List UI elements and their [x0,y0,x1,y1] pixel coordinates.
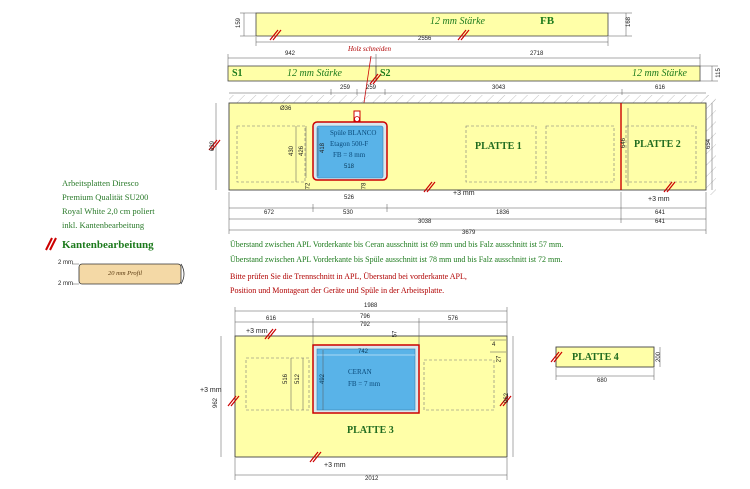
p3-dim-bottom: 2012 [365,476,379,482]
p3-right-height: 962 [504,392,511,404]
note-check-2: Position und Montageart der Geräte und S… [230,286,445,295]
plate3-label: PLATTE 3 [347,425,394,436]
dim-641-b: 641 [655,219,666,225]
dim-646: 646 [621,137,628,149]
fb-right-height: 168 [626,16,633,28]
legend-line-3: Royal White 2,0 cm poliert [62,206,155,216]
sink-title: Spüle BLANCO [330,129,377,137]
tap-hole [354,116,360,122]
dim-426: 426 [299,145,306,157]
p3-h-516: 516 [283,373,290,385]
profile-mm-top: 2 mm [58,260,73,266]
p4-width: 680 [597,378,608,384]
edge-title: Kantenbearbeitung [62,239,154,251]
p3-plus3-bottom: +3 mm [324,462,346,469]
p3-dim-796: 796 [360,314,371,320]
p3-plus3-left: +3 mm [200,387,222,394]
fb-width: 2556 [418,36,432,42]
dim-654: 654 [706,138,713,150]
s-strip [227,65,701,82]
p3-h-492: 492 [320,373,327,385]
dim-3679: 3679 [462,230,476,236]
dim-259-b: 259 [366,85,377,91]
dim-672: 672 [264,210,275,216]
s1-thickness: 12 mm Stärke [287,68,342,79]
plate4-countertop [555,346,655,368]
cut-label: Holz schneiden [348,45,391,53]
p3-dim-57: 57 [392,330,399,338]
s1-width: 942 [285,51,296,57]
wall-right-hatch [706,95,716,195]
fb-strip [255,12,609,37]
p3-dim-top: 1988 [364,303,378,309]
note-sink: Überstand zwischen APL Vorderkante bis S… [230,255,563,264]
legend-line-1: Arbeitsplatten Diresco [62,178,139,188]
main-plus3-right: +3 mm [648,196,670,203]
note-ceran: Überstand zwischen APL Vorderkante bis C… [230,240,564,249]
sink-small-a: 72 [305,182,312,190]
profile-mm-bottom: 2 mm [58,281,73,287]
main-countertop [228,102,707,191]
dim-530: 530 [343,210,354,216]
p3-dim-792: 792 [360,322,371,328]
sink-fb: FB = 8 mm [333,151,366,159]
legend-line-2: Premium Qualität SU200 [62,192,149,202]
sink-small-b: 78 [361,182,368,190]
dim-3038: 3038 [418,219,432,225]
dim-430: 430 [289,145,296,157]
dim-259-a: 259 [340,85,351,91]
note-check-1: Bitte prüfen Sie die Trennschnitt in APL… [230,272,467,281]
ceran-label: CERAN [348,368,372,376]
legend-line-4: inkl. Kantenbearbeitung [62,220,145,230]
p3-h-512: 512 [295,373,302,385]
wall-top-hatch [229,95,715,103]
p3-dim-742: 742 [358,349,369,355]
dim-3043: 3043 [492,85,506,91]
dim-616: 616 [655,85,666,91]
plate2-label: PLATTE 2 [634,139,681,150]
profile-label: 20 mm Profil [108,270,143,277]
p3-left-height: 962 [213,397,220,409]
cut-mark [269,29,470,41]
s1-label: S1 [232,68,243,79]
dim-418: 418 [320,142,327,154]
sink-model: Etagon 500-F [330,140,369,148]
p3-dim-4: 4 [492,342,496,348]
dim-1836: 1836 [496,210,510,216]
fb-height: 159 [236,17,243,29]
p3-plus3-top: +3 mm [246,328,268,335]
plate1-label: PLATTE 1 [475,141,522,152]
p3-dim-616: 616 [266,316,277,322]
p3-dim-27: 27 [496,355,503,363]
ceran-fb: FB = 7 mm [348,380,381,388]
s2-label: S2 [380,68,391,79]
main-plus3: +3 mm [453,190,475,197]
p4-height: 200 [656,351,663,363]
fb-label: FB [540,15,555,27]
s2-thickness: 12 mm Stärke [632,68,687,79]
hole-diameter: Ø36 [280,106,292,112]
dim-639: 639 [210,140,217,152]
sink-width: 518 [344,164,355,170]
s2-width: 2718 [530,51,544,57]
sink-under: 526 [344,195,355,201]
fb-thickness: 12 mm Stärke [430,16,485,27]
p3-dim-576: 576 [448,316,459,322]
s-right-height: 115 [715,68,722,78]
edge-profile [78,263,182,285]
dim-641-a: 641 [655,210,666,216]
plate4-label: PLATTE 4 [572,352,619,363]
